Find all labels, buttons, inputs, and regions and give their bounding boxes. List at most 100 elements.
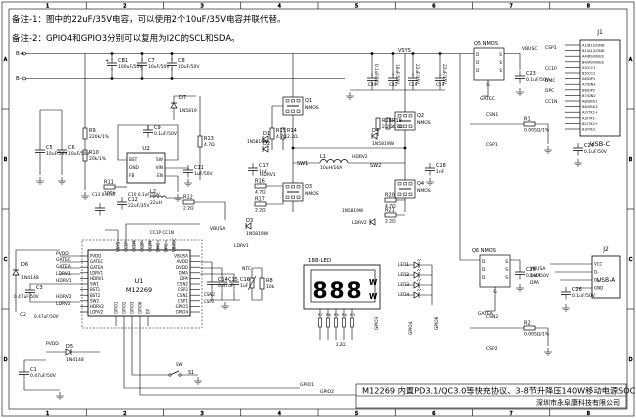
led-ref: LED2 — [398, 272, 409, 278]
capacitor-c25 — [515, 271, 525, 275]
border-col-label: 2 — [123, 411, 126, 417]
j1-pin: B4/A9/VBUS — [582, 60, 604, 64]
cap-ref: C1 — [30, 367, 37, 373]
wires — [15, 44, 592, 396]
j1-pin: B7/DN2 — [582, 94, 596, 98]
net-vbusc: VBUSC — [522, 46, 537, 52]
mosfet-ref: Q3 — [305, 184, 312, 190]
cap-value: 0.1uF/50V — [584, 149, 608, 155]
cap-value: 10uF/50V — [178, 64, 200, 70]
border-col-label: 5 — [355, 4, 358, 10]
net-bplus: B+ — [16, 51, 25, 57]
capacitor-c12 — [117, 201, 127, 205]
wire — [60, 255, 80, 275]
resistor-r16 — [254, 183, 267, 189]
mosfet-pad — [397, 192, 402, 196]
diode-value: 1N5819W — [247, 139, 269, 145]
resistor-r17 — [254, 201, 267, 207]
wire — [550, 263, 575, 281]
mosfet-q5 — [473, 47, 505, 81]
note-2: 备注-2：GPIO4和GPIO3分别可以复用为I2C的SCL和SDA。 — [12, 34, 240, 44]
cap-value: 1nF — [259, 169, 268, 175]
mosfet-pad — [291, 99, 295, 103]
border-col-label: 4 — [278, 4, 281, 10]
border-col-label: 6 — [432, 4, 435, 10]
switch-blade — [169, 370, 180, 376]
u1-pin-left: SW2 — [90, 298, 99, 303]
q6-pin: S — [505, 275, 508, 281]
net-sw2: SW2 — [370, 163, 381, 169]
net-csp2: CSP2 — [486, 346, 498, 352]
res-ref: R17 — [255, 197, 265, 203]
mosfet-pad — [403, 192, 407, 196]
net-hdrv2: HDRV2 — [56, 294, 72, 300]
cap-ref: C20 — [368, 82, 377, 87]
resistor-r15 — [269, 127, 275, 140]
wire — [210, 290, 240, 301]
title-text: M12269 内置PD3.1/QC3.0等快充协议、3-8节升降压140W移动电… — [362, 386, 636, 396]
res-ref: R2 — [524, 321, 531, 327]
mosfet-pad — [397, 114, 402, 118]
q5-pin: S — [499, 60, 502, 66]
u2-regulator — [126, 152, 166, 184]
cap-value: 0.1uF/50V — [374, 64, 379, 85]
cap-value: 1uF/50V — [194, 171, 214, 177]
res-value: 2.2Ω — [385, 219, 396, 225]
res-value: 4.7Ω — [385, 204, 396, 210]
u2-ref: U2 — [142, 146, 150, 152]
u1-pin-top: CC2P — [140, 241, 145, 252]
u1-pin-top: CC1N — [132, 241, 137, 252]
cap-ref: C19 — [436, 82, 445, 87]
wire — [166, 197, 226, 220]
switch-contact — [178, 373, 182, 377]
j1-pin: A1/B12/GND — [582, 44, 605, 48]
u1-pin-left: GATEA — [90, 265, 103, 270]
ground-symbol — [544, 146, 552, 154]
u1-pin-bottom: GPIO6 — [138, 301, 143, 314]
diode-d7 — [170, 102, 178, 109]
wire — [251, 267, 263, 301]
s1-type: SW — [176, 362, 183, 367]
j1-pin: B2/TX2+ — [582, 122, 598, 126]
cap-value: 10uF/50V — [68, 151, 90, 157]
j1-pin: A6/DP1 — [582, 77, 595, 81]
u1-pin-right: AVDD — [177, 259, 188, 264]
seg-resistor-ref: R4 — [342, 313, 347, 317]
net-pvdd: PVDD — [56, 251, 69, 257]
border-row-label: C — [4, 257, 8, 263]
q6-pin: D — [482, 267, 486, 273]
wire — [15, 249, 60, 312]
net-csp1: CSP1 — [486, 142, 498, 148]
q6-pin: D — [482, 259, 486, 265]
seg-unit: W — [369, 292, 378, 301]
mosfet-pad — [296, 99, 301, 103]
mosfet-pad — [408, 192, 413, 196]
u1-pin-left: HDRV2 — [90, 304, 104, 309]
q6-pin: S — [505, 259, 508, 265]
mosfet-pad — [403, 182, 407, 186]
j1-pin: B6/DP2 — [582, 88, 595, 92]
res-ref: R11 — [104, 180, 114, 186]
u1-pin-top: CC1P — [124, 241, 129, 252]
diode-d6 — [12, 269, 20, 276]
net-gpio1: GPIO1 — [300, 382, 314, 388]
res-ref: R18 — [382, 118, 392, 124]
q5-pin: G — [486, 82, 489, 88]
resistor-r12 — [182, 199, 195, 205]
cap-ref: C16 — [240, 277, 250, 283]
cap-label: C13 0.47uF — [92, 192, 117, 197]
q5-pin: D — [476, 52, 480, 58]
j1-pin: A7/DN1 — [582, 83, 596, 87]
seg-ref: 188-LED — [308, 258, 331, 264]
capacitor-c3 — [25, 289, 35, 293]
q5-pin: S — [499, 52, 502, 58]
ground-symbol — [221, 302, 229, 310]
ground-symbol — [81, 192, 89, 200]
res-ref: R8 — [266, 278, 273, 284]
wire — [39, 109, 63, 175]
net-cc: CC1P CC1N — [150, 230, 174, 235]
cap-value: 0.1uF/50V — [526, 273, 550, 279]
j2-pin: D+ — [594, 278, 600, 283]
res-ref: R14 — [287, 128, 297, 134]
q6-label: Q6 NMOS — [472, 248, 496, 254]
